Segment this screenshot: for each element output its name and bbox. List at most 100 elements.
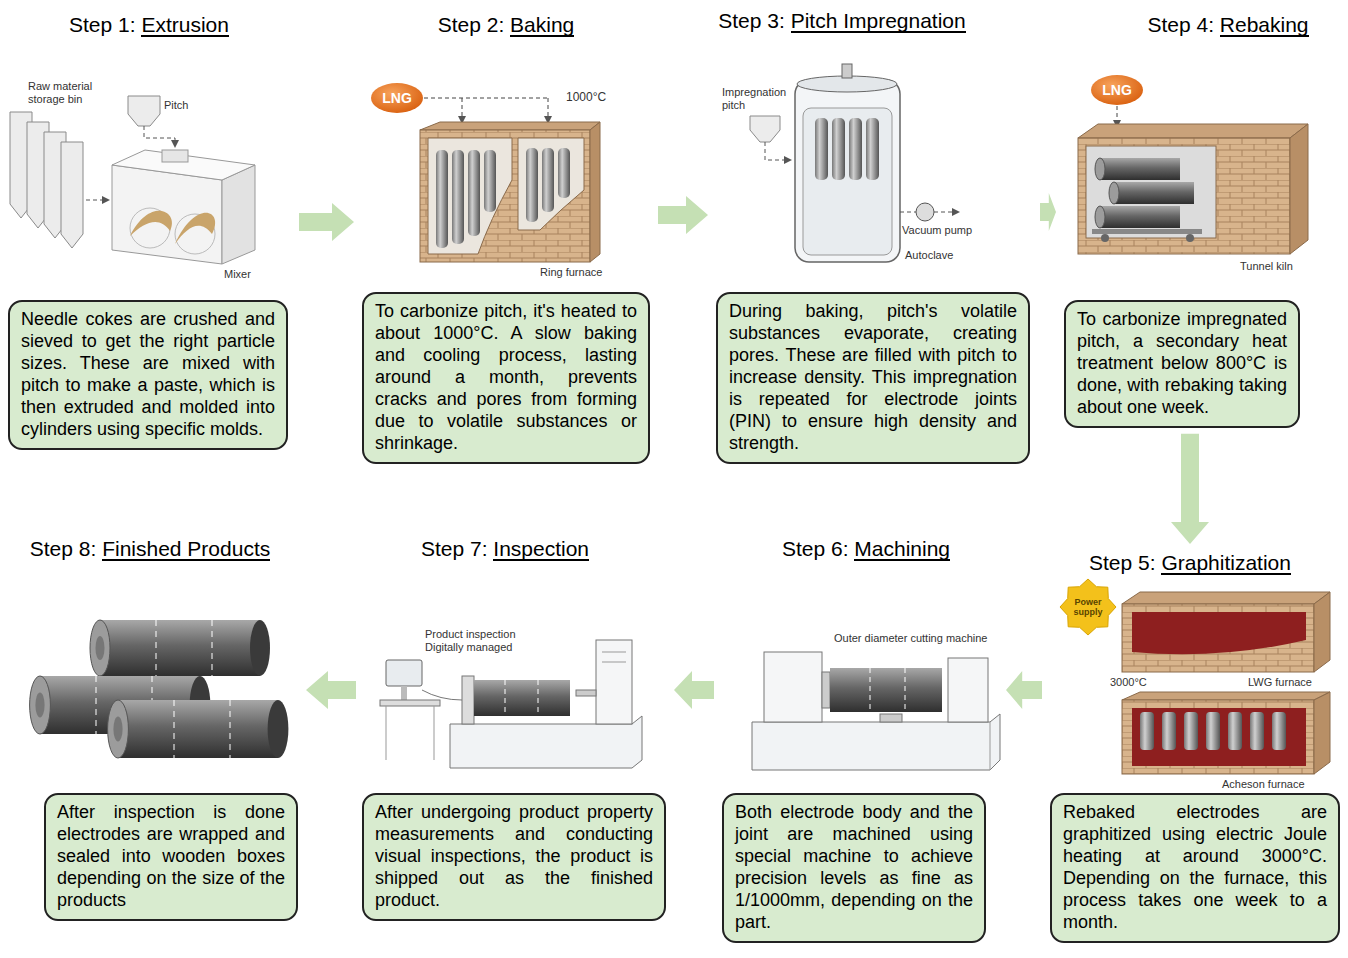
baking-illustration-part xyxy=(420,130,590,262)
baking-illustration-part xyxy=(526,148,538,222)
finished-electrodes-illustration-part xyxy=(118,700,278,758)
machining-illustration-part xyxy=(870,668,905,712)
rebaking-illustration-part xyxy=(1186,234,1194,242)
machining-illustration-part xyxy=(880,714,902,722)
impregnation-illustration-part xyxy=(849,118,862,180)
part-label: Outer diameter cutting machine xyxy=(834,632,987,645)
graphitization-illustration-part xyxy=(1162,712,1176,750)
step-node: Step 6: MachiningBoth electrode body and… xyxy=(720,536,1000,943)
impregnation-illustration-part xyxy=(934,212,958,213)
step-node: Step 1: ExtrusionNeedle cokes are crushe… xyxy=(5,12,293,450)
rebaking-illustration-part xyxy=(1095,206,1105,228)
step-heading: Step 7: Inspection xyxy=(305,536,705,561)
process-box: Both electrode body and the joint are ma… xyxy=(722,793,986,943)
flow-arrow xyxy=(674,671,714,709)
rebaking-illustration-part xyxy=(1114,182,1194,204)
flow-arrow xyxy=(1006,671,1042,709)
part-label: Impregnation pitch xyxy=(722,86,797,111)
heading-underline xyxy=(1220,35,1309,37)
process-box: To carbonize pitch, it's heated to about… xyxy=(362,292,650,464)
flow-arrow xyxy=(658,196,708,234)
machining-illustration-part xyxy=(822,672,830,708)
step-description: After undergoing product property measur… xyxy=(375,802,653,912)
impregnation-illustration-part xyxy=(765,142,790,160)
baking-illustration-part xyxy=(424,98,548,99)
heading-underline xyxy=(510,35,574,37)
machining-illustration-part xyxy=(990,722,991,770)
heading-underline xyxy=(791,31,966,33)
part-label: Tunnel kiln xyxy=(1240,260,1293,273)
inspection-illustration-part xyxy=(602,652,626,662)
rebaking-illustration-part xyxy=(1086,146,1216,238)
extrusion-illustration-part xyxy=(112,150,255,180)
step-description: Both electrode body and the joint are ma… xyxy=(735,802,973,934)
process-box: Needle cokes are crushed and sieved to g… xyxy=(8,300,288,450)
baking-illustration-part xyxy=(436,150,448,248)
heading-underline xyxy=(102,559,270,561)
rebaking-illustration-part xyxy=(1100,158,1180,180)
part-label: Vacuum pump xyxy=(902,224,972,237)
graphitization-illustration-part xyxy=(1272,712,1286,750)
process-box: After undergoing product property measur… xyxy=(362,793,666,921)
step-heading: Step 6: Machining xyxy=(666,536,1066,561)
baking-illustration-part xyxy=(420,122,600,130)
step-node: Step 8: Finished ProductsAfter inspectio… xyxy=(5,536,300,921)
extrusion-illustration xyxy=(10,96,255,264)
graphitization-illustration-part xyxy=(1184,712,1198,750)
process-box: After inspection is done electrodes are … xyxy=(44,793,298,921)
process-box: Rebaked electrodes are graphitized using… xyxy=(1050,793,1340,943)
impregnation-illustration-part xyxy=(832,118,845,180)
rebaking-illustration xyxy=(1078,75,1308,254)
rebaking-illustration-part xyxy=(1078,124,1308,138)
extrusion-illustration-part xyxy=(61,142,83,248)
graphitization-illustration-part xyxy=(1314,592,1330,672)
baking-illustration-part xyxy=(518,138,584,230)
inspection-illustration-part xyxy=(386,706,434,760)
part-label: Ring furnace xyxy=(540,266,602,279)
baking-illustration-part xyxy=(468,150,480,236)
step-node: Step 7: InspectionAfter undergoing produ… xyxy=(362,536,668,921)
machining-illustration-part xyxy=(830,668,942,712)
impregnation-illustration-part xyxy=(803,108,892,255)
baking-illustration-part xyxy=(542,148,554,212)
step-node: Step 4: RebakingTo carbonize impregnated… xyxy=(1062,12,1304,428)
step-description: Rebaked electrodes are graphitized using… xyxy=(1063,802,1327,934)
graphitization-illustration-part xyxy=(1132,708,1306,766)
inspection-illustration-part xyxy=(474,680,570,716)
finished-electrodes-illustration-part xyxy=(174,700,230,758)
extrusion-illustration-part xyxy=(162,150,188,162)
extrusion-illustration-part xyxy=(112,165,222,264)
inspection-illustration-part xyxy=(596,640,632,724)
baking-illustration-part xyxy=(484,150,496,212)
step-heading: Step 3: Pitch Impregnation xyxy=(642,8,1042,33)
flow-arrow xyxy=(1040,193,1056,231)
inspection-illustration-part xyxy=(576,690,596,696)
process-box: To carbonize impregnated pitch, a second… xyxy=(1064,300,1300,428)
finished-electrodes-illustration-part xyxy=(96,636,105,660)
step-heading: Step 8: Finished Products xyxy=(0,536,350,561)
step-description: To carbonize pitch, it's heated to about… xyxy=(375,301,637,455)
extrusion-illustration-part xyxy=(144,126,175,146)
graphitization-illustration-part xyxy=(1132,612,1306,654)
graphitization-illustration-part xyxy=(1122,700,1314,774)
impregnation-illustration-part xyxy=(842,64,852,78)
part-label: Autoclave xyxy=(905,249,953,262)
inspection-illustration-part xyxy=(505,680,538,716)
baking-illustration xyxy=(371,83,600,262)
extrusion-illustration-part xyxy=(128,96,160,126)
heading-underline xyxy=(854,559,950,561)
graphitization-illustration-part xyxy=(1206,712,1220,750)
heading-underline xyxy=(1161,573,1291,575)
rebaking-illustration-part xyxy=(1109,182,1119,204)
finished-electrodes-illustration-part xyxy=(90,620,110,676)
step-heading: Step 5: Graphitization xyxy=(990,550,1348,575)
finished-electrodes-illustration-part xyxy=(250,620,270,676)
extrusion-illustration-part xyxy=(86,200,108,201)
graphitization-illustration-part xyxy=(1228,712,1242,750)
part-label: Product inspection Digitally managed xyxy=(425,628,530,653)
inspection-illustration xyxy=(380,640,642,768)
finished-electrodes-illustration-part xyxy=(268,700,289,758)
finished-electrodes-illustration xyxy=(30,620,289,758)
step-heading: Step 1: Extrusion xyxy=(0,12,349,37)
flow-arrow xyxy=(299,203,354,241)
